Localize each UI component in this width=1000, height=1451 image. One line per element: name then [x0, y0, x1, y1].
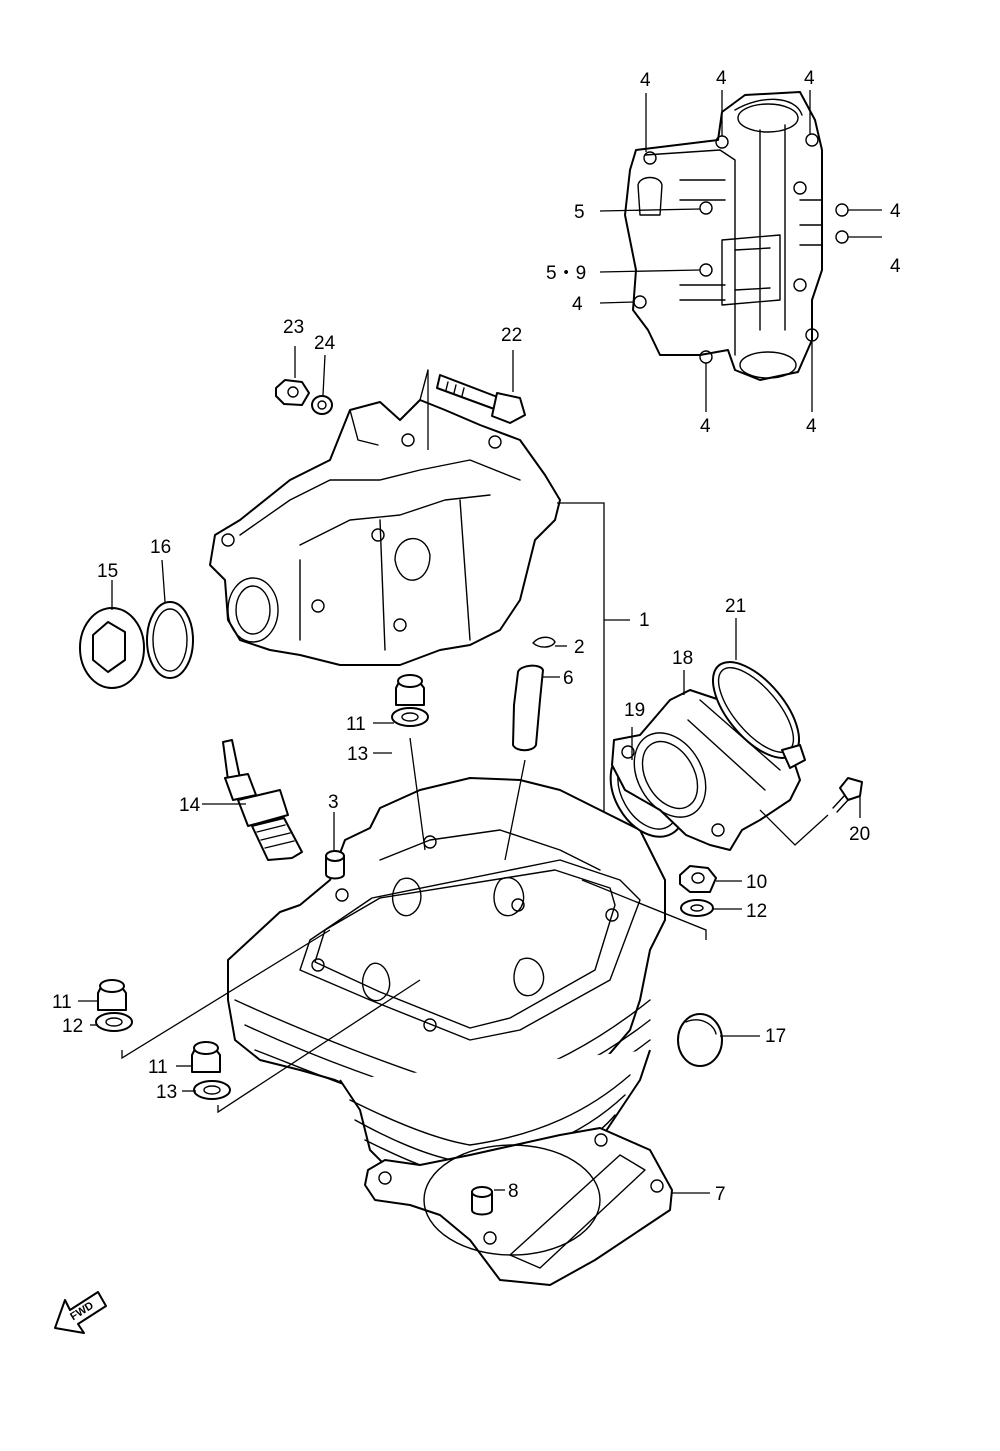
callout-13-top: 13: [347, 744, 368, 765]
callout-1: 1: [639, 610, 650, 631]
callout-15: 15: [97, 561, 118, 582]
callout-16: 16: [150, 537, 171, 558]
upper-leaders: [111, 346, 630, 850]
callout-22: 22: [501, 325, 522, 346]
callout-19: 19: [624, 700, 645, 721]
washer-part-13-top: [391, 707, 429, 727]
screw-part-20: [832, 777, 863, 813]
callout-23: 23: [283, 317, 304, 338]
callout-20: 20: [849, 824, 870, 845]
callout-8: 8: [508, 1181, 519, 1202]
callout-4-top-mid: 4: [716, 68, 727, 89]
callout-21: 21: [725, 596, 746, 617]
nut-part-11-left: [97, 979, 127, 1011]
callout-4-right-upper: 4: [890, 201, 901, 222]
washer-part-13-bottom: [193, 1080, 231, 1100]
bolt-part-22: [436, 374, 526, 424]
o-ring-part-16: [146, 601, 194, 679]
callout-4-bottom-left: 4: [700, 416, 711, 437]
nut-part-23: [275, 379, 310, 406]
callout-5-9: 5・9: [546, 263, 586, 284]
callout-4-right-lower: 4: [890, 256, 901, 277]
callout-14: 14: [179, 795, 201, 816]
callout-17: 17: [765, 1026, 786, 1047]
callout-11-bottom: 11: [148, 1057, 168, 1078]
plug-part-17: [677, 1013, 723, 1067]
callout-18: 18: [672, 648, 693, 669]
callout-4-top-left: 4: [640, 70, 651, 91]
callout-4-top-right: 4: [804, 68, 815, 89]
washer-part-12-left: [95, 1012, 133, 1032]
callout-labels: 4 4 4 5 5・9 4 4 4 4 4 23 24 22 16 15 1 2…: [52, 68, 901, 1205]
callout-12-right: 12: [746, 901, 767, 922]
washer-part-24: [311, 395, 333, 415]
callout-10: 10: [746, 872, 767, 893]
callout-7: 7: [715, 1184, 726, 1205]
callout-2: 2: [574, 637, 585, 658]
spark-plug-part-14: [222, 739, 303, 861]
callout-4-bottom-right: 4: [806, 416, 817, 437]
callout-11-top: 11: [346, 714, 366, 735]
washer-part-12-right: [680, 899, 714, 917]
nut-part-11-bottom: [191, 1041, 221, 1073]
nut-part-10: [679, 865, 717, 893]
head-cover-part: [624, 91, 849, 381]
callout-24: 24: [314, 333, 336, 354]
callout-5: 5: [574, 202, 585, 223]
callout-11-left: 11: [52, 992, 72, 1013]
lower-leaders: [78, 618, 861, 1194]
callout-6: 6: [563, 668, 574, 689]
callout-13-bottom: 13: [156, 1082, 177, 1103]
callout-3: 3: [328, 792, 339, 813]
dowel-part-8: [471, 1186, 493, 1216]
guide-part-6: [512, 664, 544, 752]
head-cover-leaders: [599, 90, 882, 412]
plug-part-15: [79, 607, 145, 689]
cylinder-head-upper-part: [209, 369, 561, 666]
fwd-arrow-icon: FWD: [54, 1291, 107, 1334]
clip-part-2: [532, 636, 556, 648]
gasket-part-7: [364, 1127, 673, 1286]
callout-12-left: 12: [62, 1016, 83, 1037]
clamp-part-21: [711, 661, 806, 769]
nut-part-11-top: [395, 674, 425, 706]
callout-4-left: 4: [572, 294, 583, 315]
dowel-part-3: [325, 850, 345, 880]
